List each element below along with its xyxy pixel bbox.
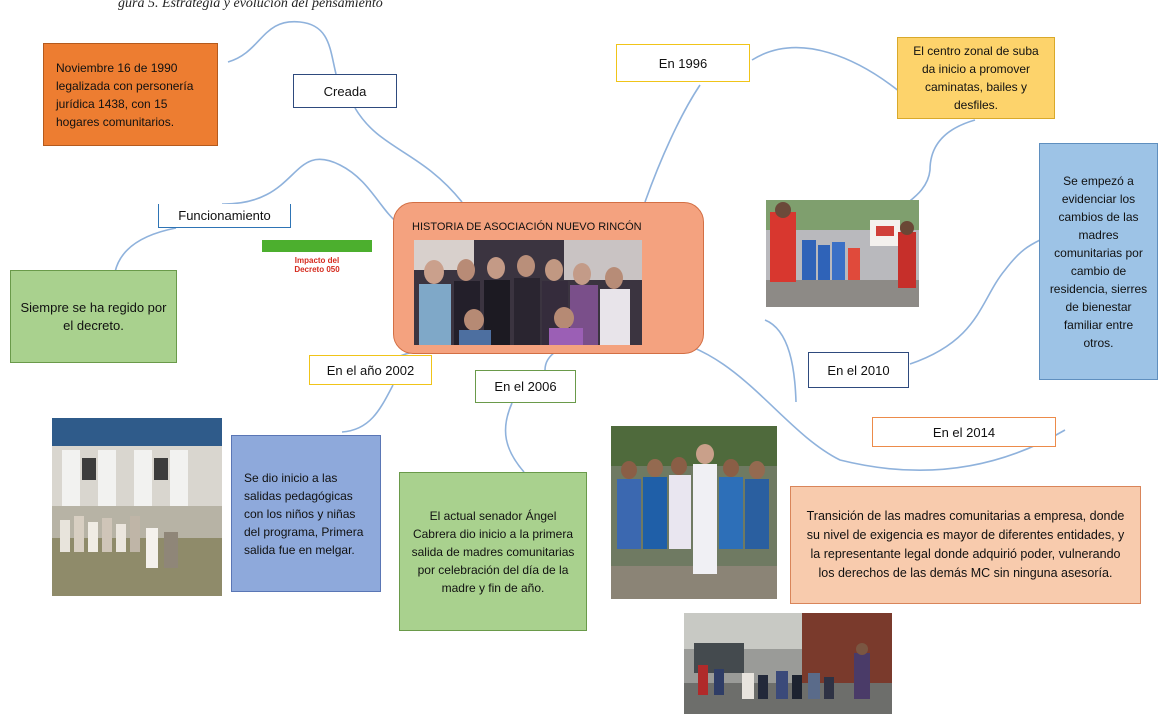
year-2002-label: En el año 2002 — [309, 355, 432, 385]
senator-group-photo-art — [611, 426, 777, 599]
year-2006-note-text: El actual senador Ángel Cabrera dio inic… — [411, 508, 575, 595]
connector-func-note — [114, 227, 177, 273]
connector-2002-note — [341, 384, 394, 433]
school-trip-photo — [52, 418, 222, 596]
connector-2010-note — [909, 239, 1041, 365]
connector-2006-note — [504, 402, 525, 473]
connector-func-center — [221, 158, 401, 226]
central-group-photo — [414, 240, 642, 345]
created-label: Creada — [293, 74, 397, 108]
connector-2010-photo — [764, 319, 797, 403]
year-2006-label: En el 2006 — [475, 370, 576, 403]
connector-created-center — [354, 107, 463, 203]
functioning-note: Siempre se ha regido por el decreto. — [10, 270, 177, 363]
group-photo-art — [414, 240, 642, 345]
functioning-note-text: Siempre se ha regido por el decreto. — [20, 299, 167, 333]
connector-1996-center — [644, 84, 701, 203]
year-2014-note-text: Transición de las madres comunitarias a … — [806, 509, 1125, 580]
parade-photo-art — [766, 200, 919, 307]
year-2010-label: En el 2010 — [808, 352, 909, 388]
year-2010-note: Se empezó a evidenciar los cambios de la… — [1039, 143, 1158, 380]
figure-caption: gura 5. Estrategia y evolución del pensa… — [118, 0, 383, 11]
parade-photo — [766, 200, 919, 307]
year-1996-label: En 1996 — [616, 44, 750, 82]
year-2014-label: En el 2014 — [872, 417, 1056, 447]
street-group-photo-art — [684, 613, 892, 714]
year-2010-note-text: Se empezó a evidenciar los cambios de la… — [1049, 173, 1148, 350]
connector-center-2014 — [659, 337, 1066, 472]
connector-note1996-photo — [904, 119, 976, 206]
decree-image-title: Impacto del Decreto 050 — [294, 256, 340, 274]
connector-1996-note — [751, 46, 901, 93]
functioning-label: Funcionamiento — [158, 204, 291, 228]
year-2006-note: El actual senador Ángel Cabrera dio inic… — [399, 472, 587, 631]
decree-image-banner — [262, 240, 372, 252]
created-note-text: Noviembre 16 de 1990 legalizada con pers… — [56, 60, 194, 129]
year-2014-note: Transición de las madres comunitarias a … — [790, 486, 1141, 604]
year-2002-note-text: Se dio inicio a las salidas pedagógicas … — [244, 470, 364, 557]
year-2002-note: Se dio inicio a las salidas pedagógicas … — [231, 435, 381, 592]
central-title: HISTORIA DE ASOCIACIÓN NUEVO RINCÓN — [412, 221, 642, 233]
senator-group-photo — [611, 426, 777, 599]
created-note: Noviembre 16 de 1990 legalizada con pers… — [43, 43, 218, 146]
decree-image: Impacto del Decreto 050 — [262, 240, 372, 302]
street-group-photo — [684, 613, 892, 714]
year-1996-note-text: El centro zonal de suba da inicio a prom… — [913, 44, 1039, 112]
school-trip-photo-art — [52, 418, 222, 596]
year-1996-note: El centro zonal de suba da inicio a prom… — [897, 37, 1055, 119]
connector-created-note — [227, 21, 337, 75]
central-node: HISTORIA DE ASOCIACIÓN NUEVO RINCÓN — [393, 202, 704, 354]
